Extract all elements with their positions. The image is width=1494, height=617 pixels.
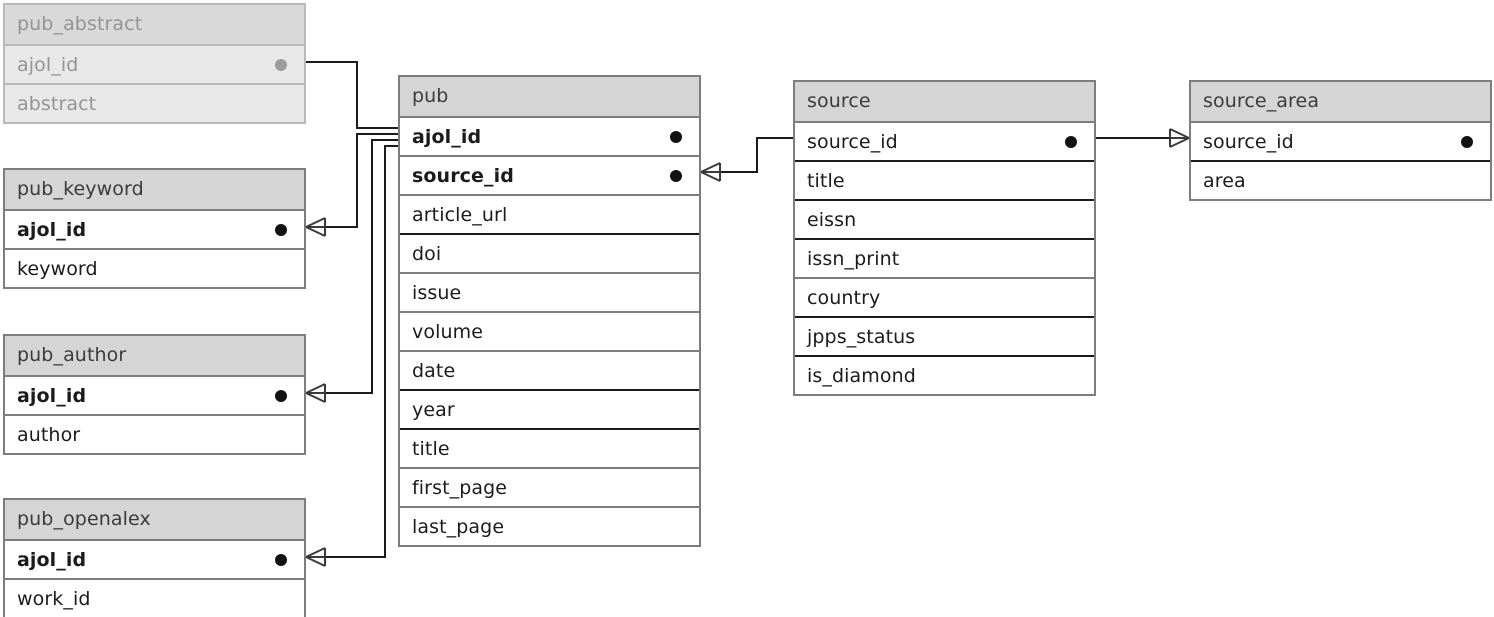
entity-pub-author[interactable]: pub_author ajol_id author [3,334,306,455]
field-row[interactable]: source_id [400,155,699,194]
relationship-pub-keyword-pub [305,133,398,237]
field-name: work_id [17,588,91,610]
field-name: country [807,287,881,309]
field-name: last_page [412,516,505,538]
foreign-key-dot-icon [670,169,682,182]
field-name: is_diamond [807,365,916,387]
field-name: ajol_id [17,219,87,241]
relationship-pub-source [700,137,793,182]
field-row[interactable]: keyword [5,248,304,287]
entity-title: pub_openalex [17,508,151,530]
field-name: ajol_id [17,54,79,76]
field-name: ajol_id [17,385,87,407]
primary-key-dot-icon [1065,135,1077,148]
field-row[interactable]: country [795,277,1094,316]
field-name: ajol_id [412,126,482,148]
field-name: title [807,170,845,192]
entity-header-pub: pub [400,77,699,116]
field-name: article_url [412,204,508,226]
field-row[interactable]: ajol_id [5,539,304,578]
field-row[interactable]: title [795,160,1094,199]
primary-key-dot-icon [275,553,287,566]
field-name: doi [412,243,442,265]
entity-header-pub-author: pub_author [5,336,304,375]
field-row[interactable]: ajol_id [5,375,304,414]
entity-title: source [807,90,871,112]
field-row[interactable]: volume [400,311,699,350]
relationship-source-source-area [1096,128,1190,148]
field-name: title [412,438,450,460]
field-name: year [412,399,455,421]
entity-source-area[interactable]: source_area source_id area [1189,80,1492,201]
field-name: keyword [17,258,98,280]
entity-header-source-area: source_area [1191,82,1490,121]
field-row[interactable]: last_page [400,506,699,545]
field-row[interactable]: is_diamond [795,355,1094,394]
entity-pub[interactable]: pub ajol_id source_id article_url doi is… [398,75,701,547]
field-name: issn_print [807,248,900,270]
entity-title: pub_abstract [17,13,143,35]
entity-header-pub-abstract: pub_abstract [5,5,304,44]
field-row[interactable]: area [1191,160,1490,199]
primary-key-dot-icon [670,130,682,143]
relationship-pub-openalex-pub [305,145,398,567]
field-row[interactable]: date [400,350,699,389]
field-row[interactable]: issn_print [795,238,1094,277]
field-row[interactable]: ajol_id [5,209,304,248]
field-row[interactable]: article_url [400,194,699,233]
field-name: source_id [807,131,898,153]
entity-header-pub-openalex: pub_openalex [5,500,304,539]
field-row[interactable]: work_id [5,578,304,617]
entity-title: source_area [1203,90,1320,112]
field-name: source_id [412,165,514,187]
field-name: area [1203,170,1246,192]
field-name: source_id [1203,131,1294,153]
field-row[interactable]: eissn [795,199,1094,238]
field-row[interactable]: ajol_id [400,116,699,155]
field-name: issue [412,282,462,304]
primary-key-dot-icon [275,223,287,236]
field-row[interactable]: source_id [1191,121,1490,160]
field-name: ajol_id [17,549,87,571]
entity-header-pub-keyword: pub_keyword [5,170,304,209]
primary-key-dot-icon [1461,135,1473,148]
field-row[interactable]: ajol_id [5,44,304,83]
relationship-pub-author-pub [305,139,398,403]
field-row[interactable]: abstract [5,83,304,122]
field-row[interactable]: source_id [795,121,1094,160]
field-name: date [412,360,456,382]
field-name: first_page [412,477,508,499]
field-row[interactable]: doi [400,233,699,272]
primary-key-dot-icon [275,389,287,402]
entity-title: pub_keyword [17,178,144,200]
field-row[interactable]: author [5,414,304,453]
field-name: volume [412,321,483,343]
entity-title: pub_author [17,344,127,366]
field-row[interactable]: jpps_status [795,316,1094,355]
primary-key-dot-icon [275,58,287,71]
entity-pub-openalex[interactable]: pub_openalex ajol_id work_id [3,498,306,617]
entity-source[interactable]: source source_id title eissn issn_print … [793,80,1096,396]
field-row[interactable]: year [400,389,699,428]
relationship-pub-abstract-pub [306,61,398,129]
entity-header-source: source [795,82,1094,121]
entity-pub-keyword[interactable]: pub_keyword ajol_id keyword [3,168,306,289]
field-row[interactable]: issue [400,272,699,311]
entity-pub-abstract[interactable]: pub_abstract ajol_id abstract [3,3,306,124]
field-row[interactable]: title [400,428,699,467]
field-name: jpps_status [807,326,916,348]
field-name: author [17,424,81,446]
field-name: eissn [807,209,857,231]
field-row[interactable]: first_page [400,467,699,506]
entity-title: pub [412,85,449,107]
field-name: abstract [17,93,97,115]
